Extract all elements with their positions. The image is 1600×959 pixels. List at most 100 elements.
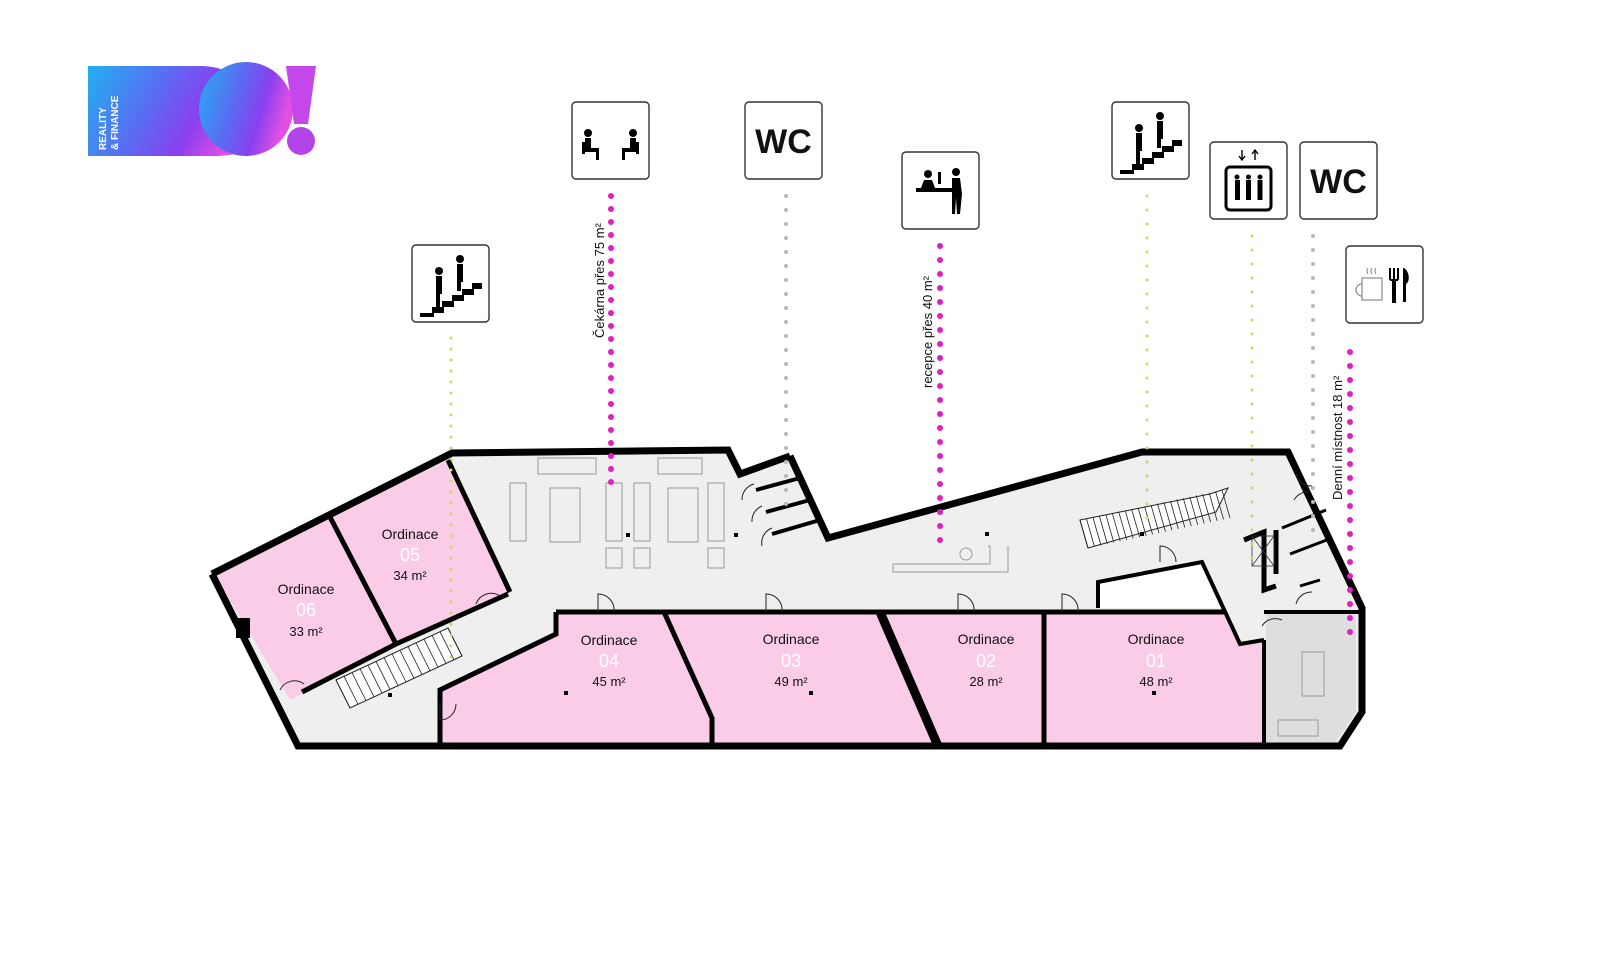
room-04[interactable]: Ordinace 04 45 m²: [581, 632, 638, 689]
leader-dot: [608, 336, 614, 342]
leader-dot: [1311, 346, 1315, 350]
leader-dot: [937, 355, 943, 361]
leader-dot: [937, 509, 943, 515]
room-02[interactable]: Ordinace 02 28 m²: [958, 631, 1015, 689]
leader-dot: [449, 369, 453, 373]
leader-dot: [449, 611, 453, 615]
leader-dot: [449, 512, 453, 516]
leader-dot: [784, 292, 788, 296]
wc-icon: WC: [1310, 163, 1367, 201]
leader-dot: [1347, 447, 1353, 453]
leader-dot: [1145, 376, 1149, 380]
leader-dot: [608, 271, 614, 277]
stair-tread: [1131, 508, 1141, 538]
leader-dot: [1250, 346, 1254, 350]
leader-dot: [1250, 472, 1254, 476]
leader-dot: [1145, 362, 1149, 366]
leader-reception: [937, 243, 943, 543]
sign-wc-2: WC: [1299, 141, 1378, 220]
sign-waiting-room: [571, 101, 650, 180]
leader-dot: [449, 336, 453, 340]
furniture: [509, 457, 1325, 737]
leader-lines: [449, 193, 1353, 659]
room-06-fill: [214, 517, 396, 700]
leader-dot: [1347, 531, 1353, 537]
leader-dot: [608, 349, 614, 355]
room-05-number: 05: [400, 545, 420, 565]
leader-dot: [1347, 545, 1353, 551]
stair-tread: [1195, 495, 1205, 524]
room-04-fill: [440, 612, 712, 744]
stair-tread: [1215, 491, 1224, 520]
leader-dot: [1311, 304, 1315, 308]
leader-dot: [937, 425, 943, 431]
doors: [279, 473, 1313, 721]
leader-wc-1: [784, 194, 788, 506]
room-01-number: 01: [1146, 651, 1166, 671]
stair-tread: [423, 638, 439, 668]
logo-tagline-1: REALITY: [98, 107, 109, 150]
leader-label-reception: recepce přes 40 m²: [920, 275, 935, 388]
stair-tread: [1157, 503, 1166, 532]
leader-dot: [1145, 194, 1149, 198]
leader-dot: [1347, 419, 1353, 425]
reception-icon: [916, 168, 962, 214]
leader-dot: [608, 388, 614, 394]
leader-dot: [1145, 320, 1149, 324]
leader-dot: [449, 391, 453, 395]
leader-dot: [449, 622, 453, 626]
leader-dot: [1311, 290, 1315, 294]
leader-dot: [1250, 234, 1254, 238]
logo-tagline-2: & FINANCE: [110, 95, 121, 150]
stairs-icon: [420, 255, 482, 317]
leader-dot: [608, 414, 614, 420]
stairs-right-flight: [1079, 487, 1231, 549]
leader-dot: [1311, 360, 1315, 364]
stair-tread: [375, 661, 391, 690]
leader-dot: [784, 390, 788, 394]
leader-staff-room: [1347, 349, 1353, 635]
stair-tread: [383, 657, 399, 686]
leader-dot: [784, 264, 788, 268]
leader-dot: [784, 334, 788, 338]
stair-tread: [391, 653, 407, 683]
room-01[interactable]: Ordinace 01 48 m²: [1128, 631, 1185, 689]
leader-dot: [449, 413, 453, 417]
leader-dot: [449, 468, 453, 472]
stair-tread: [367, 664, 383, 694]
room-02-name: Ordinace: [958, 631, 1015, 647]
leader-dot: [784, 348, 788, 352]
leader-dot: [1250, 514, 1254, 518]
room-04-number: 04: [599, 651, 619, 671]
leader-dot: [1250, 542, 1254, 546]
room-03[interactable]: Ordinace 03 49 m²: [763, 631, 820, 689]
elevator-icon: [1224, 148, 1273, 212]
leader-dot: [608, 297, 614, 303]
leader-dot: [784, 362, 788, 366]
leader-dot: [449, 501, 453, 505]
stair-tread: [407, 646, 423, 675]
leader-dot: [449, 479, 453, 483]
leader-dot: [449, 457, 453, 461]
leader-dot: [608, 401, 614, 407]
stair-tread: [359, 668, 375, 698]
leader-dot: [1347, 629, 1353, 635]
leader-dot: [1347, 503, 1353, 509]
room-06[interactable]: Ordinace 06 33 m²: [278, 581, 335, 639]
leader-dot: [1250, 262, 1254, 266]
leader-dot: [1311, 458, 1315, 462]
leader-wc-2: [1311, 234, 1315, 532]
leader-dot: [1347, 587, 1353, 593]
stair-tread: [1176, 499, 1186, 528]
leader-dot: [608, 440, 614, 446]
leader-dot: [784, 404, 788, 408]
room-01-name: Ordinace: [1128, 631, 1185, 647]
leader-dot: [1311, 430, 1315, 434]
leader-dot: [1347, 517, 1353, 523]
leader-dot: [1250, 304, 1254, 308]
room-01-area: 48 m²: [1139, 674, 1173, 689]
leader-dot: [1347, 559, 1353, 565]
room-05[interactable]: Ordinace 05 34 m²: [382, 526, 439, 583]
leader-dot: [784, 194, 788, 198]
